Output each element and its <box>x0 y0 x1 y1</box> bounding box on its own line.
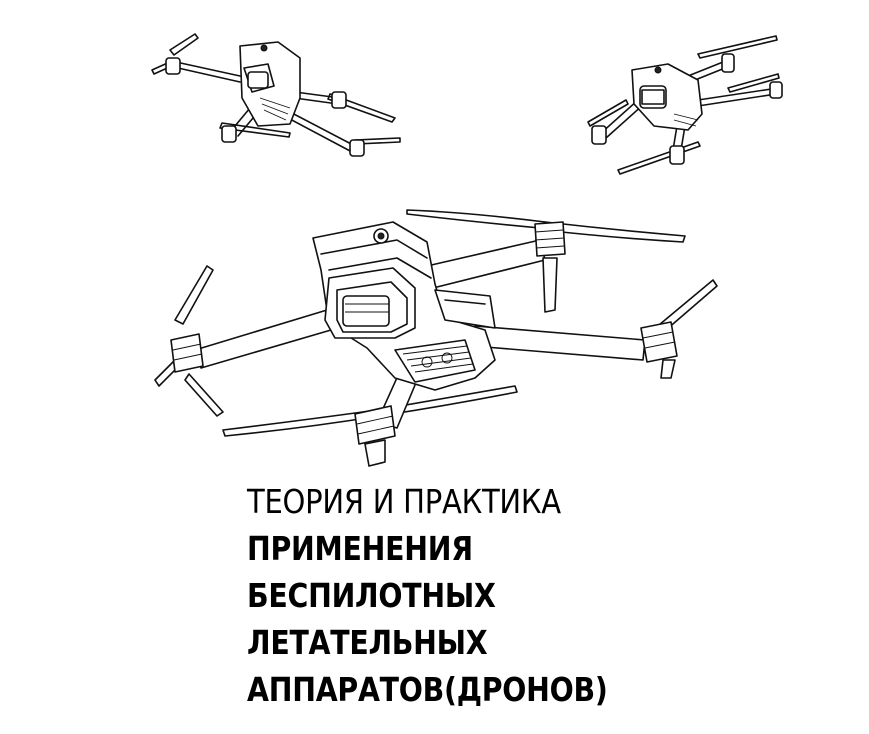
title-line-4: ЛЕТАТЕЛЬНЫХ <box>247 623 488 662</box>
book-title: ТЕОРИЯ И ПРАКТИКА ПРИМЕНЕНИЯ БЕСПИЛОТНЫХ… <box>247 478 807 713</box>
drone-illustration-main <box>154 209 718 467</box>
title-line-5: АППАРАТОВ(ДРОНОВ) <box>247 670 608 709</box>
drone-illustration-small-left <box>151 33 401 157</box>
drone-illustration-small-right <box>587 35 783 175</box>
title-line-1: ТЕОРИЯ И ПРАКТИКА <box>247 482 561 521</box>
title-line-2: ПРИМЕНЕНИЯ <box>247 529 473 568</box>
title-line-3: БЕСПИЛОТНЫХ <box>247 576 496 615</box>
